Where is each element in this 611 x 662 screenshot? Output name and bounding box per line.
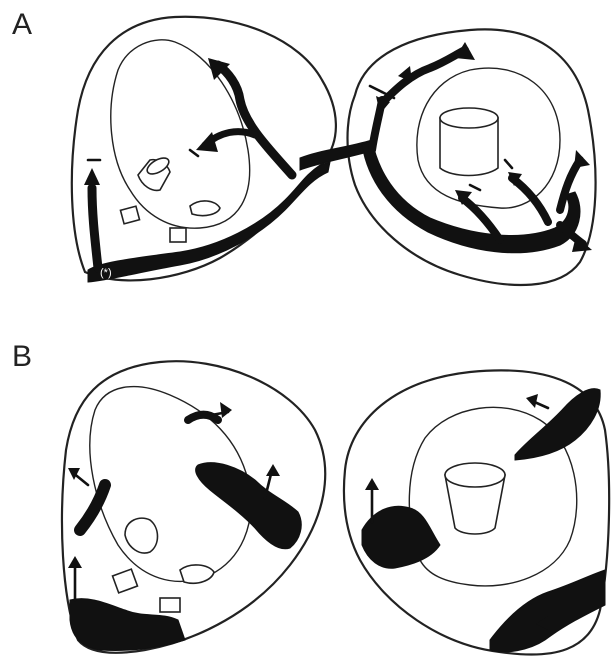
- panel-a-branch-right-inner2: [512, 178, 548, 222]
- panel-a-arrowhead-3: [84, 168, 100, 185]
- panel-b-vessel-left: [113, 518, 214, 612]
- panel-b-blotch-left-1: [196, 463, 302, 549]
- panel-b-blotch-right-1: [362, 506, 440, 568]
- panel-b-blotch-left-3: [80, 485, 105, 530]
- panel-a-dash-3: [370, 86, 382, 92]
- panel-b-figure: [62, 361, 609, 654]
- panel-a-star-mark: (*): [100, 267, 112, 279]
- panel-b-vessel-right: [445, 463, 505, 534]
- panel-a-figure: (*): [72, 17, 596, 285]
- panel-a-dash-2: [190, 150, 198, 156]
- panel-a-dash-5: [505, 160, 512, 168]
- panel-a-vessel-right: [440, 108, 498, 176]
- panel-b-blotch-right-3: [490, 570, 605, 652]
- panel-a-dash-6: [470, 185, 480, 190]
- panel-a-branch-left: [92, 188, 98, 268]
- panel-a-branch-upper: [218, 65, 292, 175]
- panel-a-arrowhead-8: [574, 150, 590, 168]
